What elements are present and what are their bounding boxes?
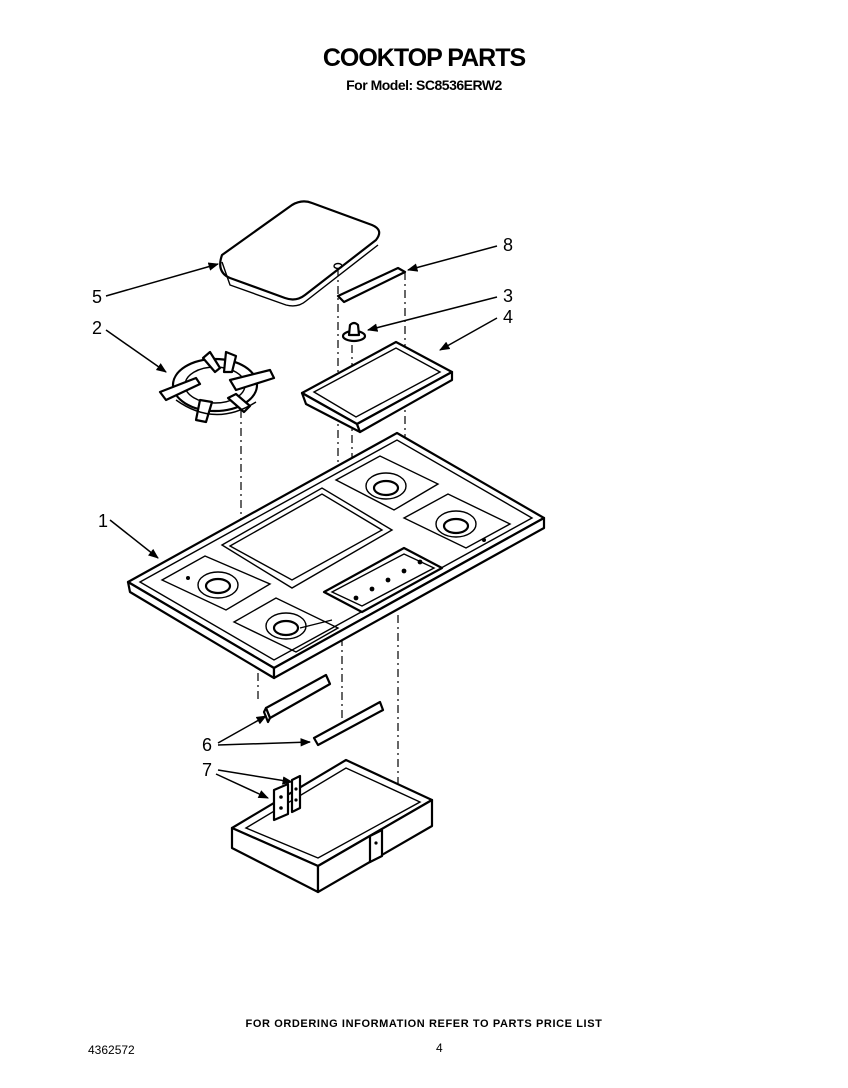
page-number: 4 bbox=[436, 1041, 443, 1055]
callout-1: 1 bbox=[98, 511, 108, 531]
page-title: COOKTOP PARTS bbox=[322, 44, 526, 72]
cooktop-box-part bbox=[230, 758, 434, 894]
burner-grate-part bbox=[158, 350, 276, 424]
document-number: 4362572 bbox=[88, 1043, 135, 1057]
callout-3: 3 bbox=[503, 286, 513, 306]
model-subtitle: For Model: SC8536ERW2 bbox=[346, 77, 502, 93]
control-panel-frame-part bbox=[300, 340, 454, 434]
cover-plate-part bbox=[219, 200, 381, 307]
callout-labels: 5 2 1 8 3 4 6 7 bbox=[92, 235, 513, 780]
callout-8: 8 bbox=[503, 235, 513, 255]
leader-lines bbox=[105, 245, 498, 799]
callout-6: 6 bbox=[202, 735, 212, 755]
cooktop-body-part bbox=[126, 431, 546, 680]
callout-5: 5 bbox=[92, 287, 102, 307]
callout-4: 4 bbox=[503, 307, 513, 327]
ordering-note: FOR ORDERING INFORMATION REFER TO PARTS … bbox=[245, 1018, 603, 1030]
trim-strip-part bbox=[336, 266, 407, 304]
callout-2: 2 bbox=[92, 318, 102, 338]
mounting-brackets-part bbox=[262, 673, 385, 747]
callout-7: 7 bbox=[202, 760, 212, 780]
knob-part bbox=[341, 321, 367, 343]
